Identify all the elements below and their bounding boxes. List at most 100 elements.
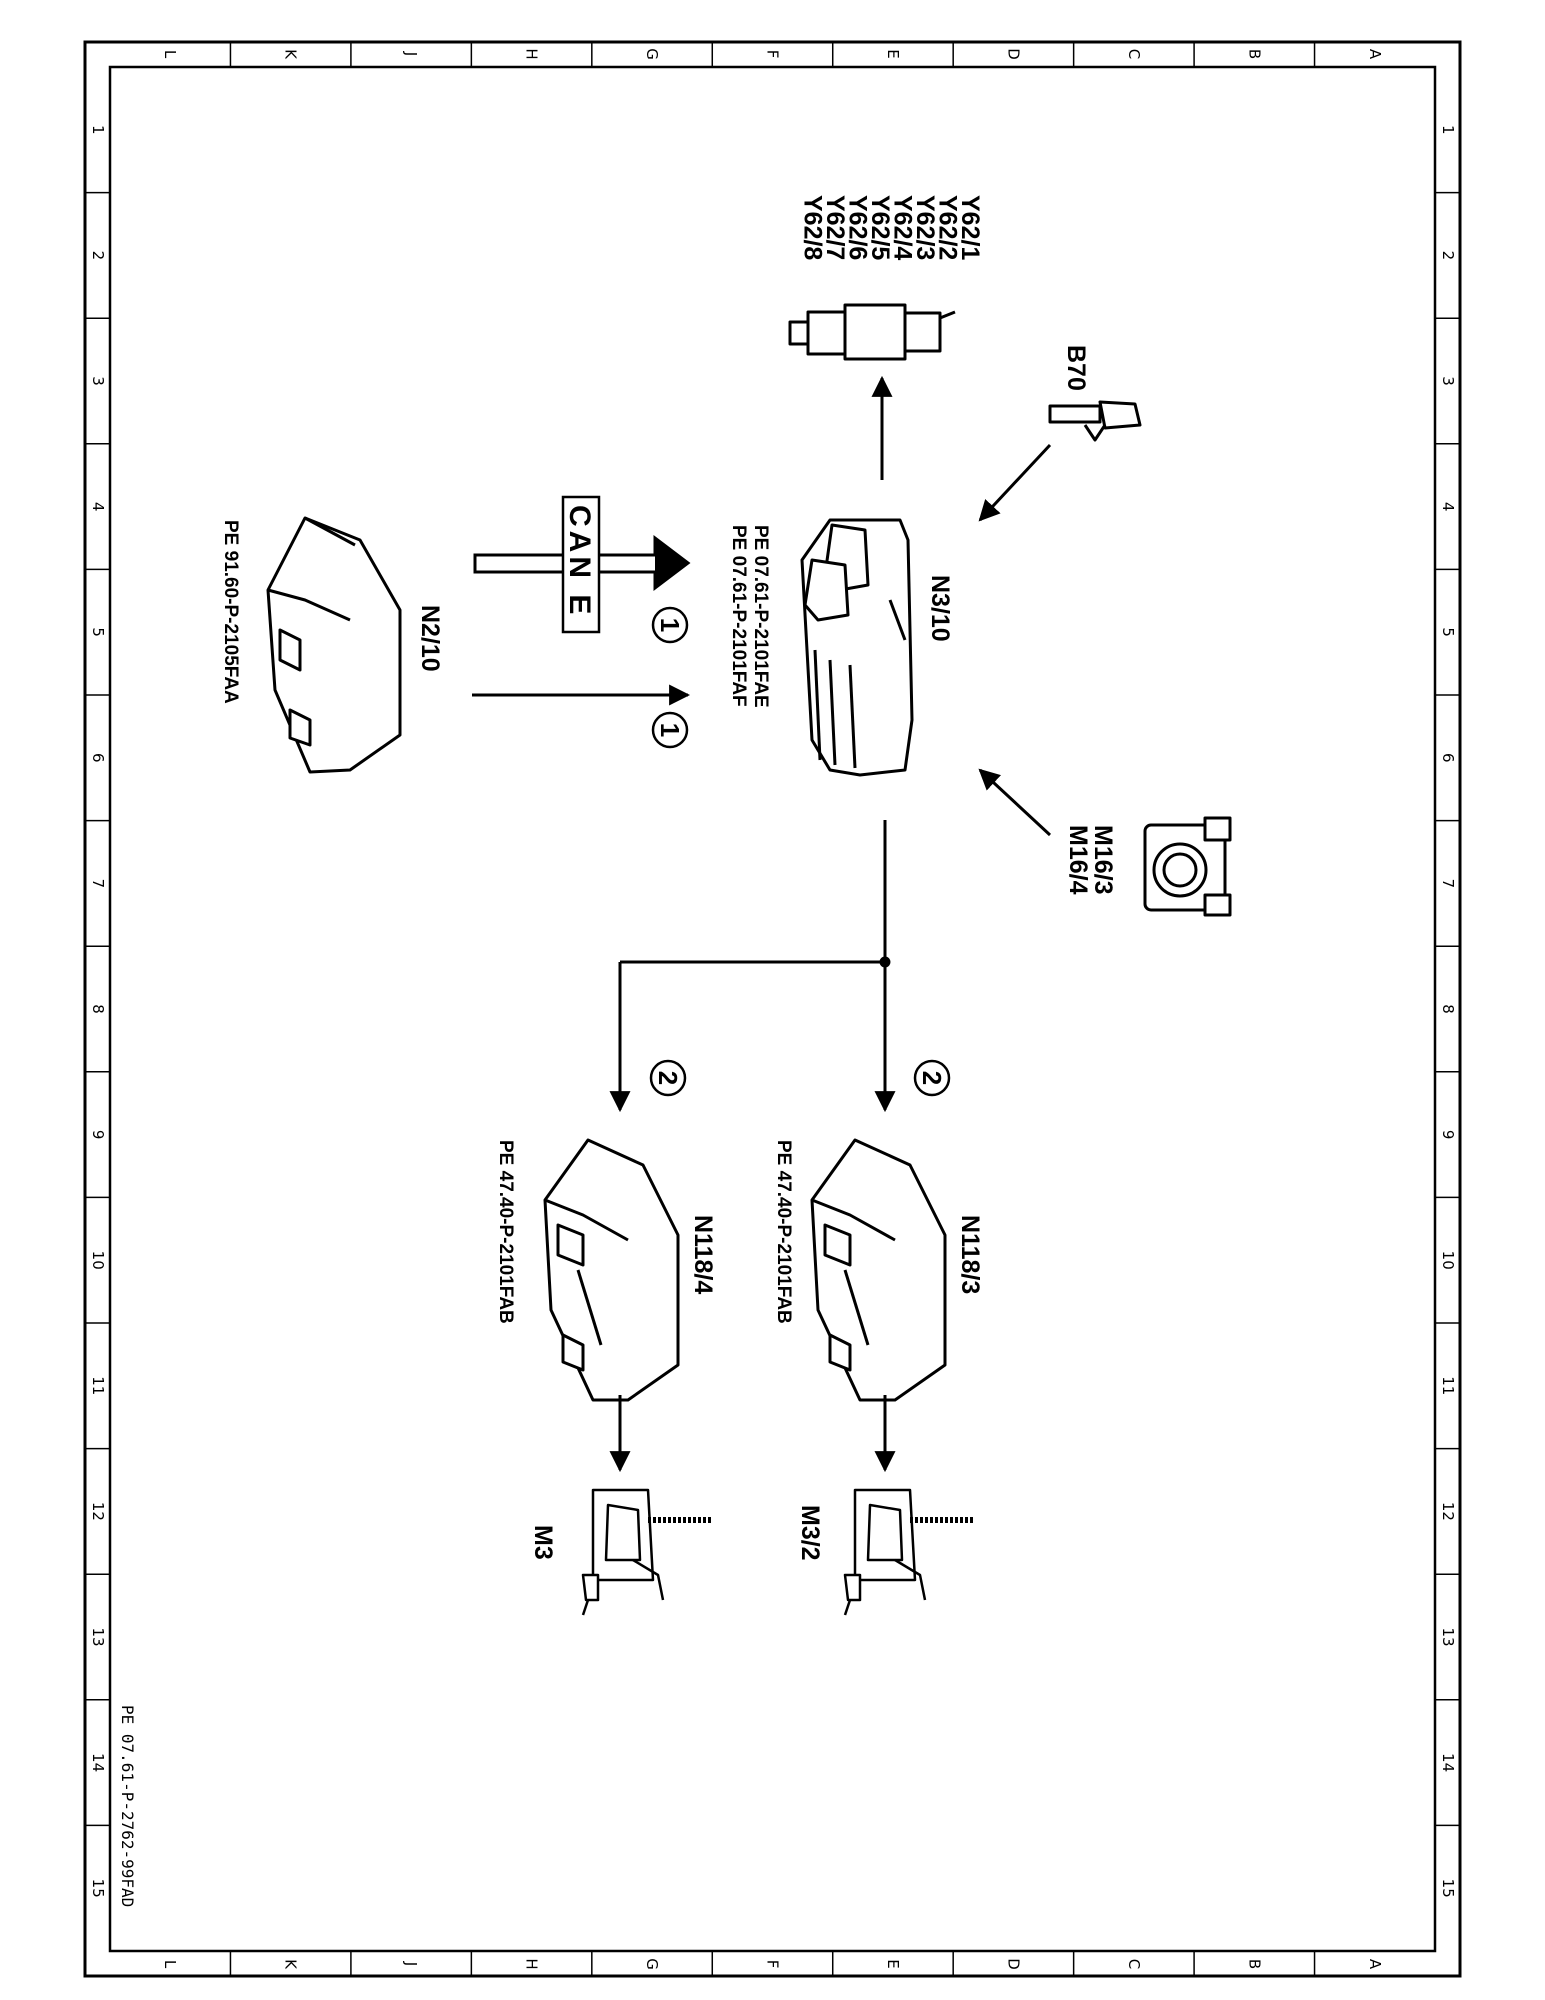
n118-3-module-icon bbox=[810, 1138, 947, 1402]
engine-control-unit-n3-10[interactable]: N3/10 PE 07.61-P-2101FAE PE 07.61-P-2101… bbox=[728, 518, 954, 777]
outer-frame bbox=[83, 40, 1462, 1978]
grid-label: 5 bbox=[89, 627, 107, 637]
grid-label: H bbox=[523, 48, 541, 59]
document-id: PE 07.61-P-2762-99FAD bbox=[118, 1705, 137, 1907]
crankshaft-sensor-b70[interactable]: B70 bbox=[1048, 345, 1142, 442]
fuel-pump-control-unit-n118-4[interactable]: N118/4 PE 47.40-P-2101FAB bbox=[495, 1138, 717, 1402]
grid-label: D bbox=[1004, 1958, 1022, 1970]
grid-label: 1 bbox=[89, 125, 107, 135]
grid-label: H bbox=[523, 1958, 541, 1969]
grid-label: E bbox=[884, 1959, 902, 1968]
svg-text:2: 2 bbox=[653, 1071, 683, 1085]
signal-marker-1-line: 1 bbox=[651, 711, 689, 749]
ecu-label: N3/10 bbox=[926, 575, 954, 642]
sensor-icon bbox=[1048, 400, 1142, 442]
branch-ecu-to-n118 bbox=[620, 820, 887, 964]
grid-label: 4 bbox=[89, 502, 107, 512]
grid-label: 2 bbox=[89, 251, 107, 261]
m16-4-label: M16/4 bbox=[1064, 825, 1092, 895]
grid-label: L bbox=[161, 1960, 179, 1969]
grid-label: C bbox=[1125, 49, 1143, 59]
grid-label: 13 bbox=[89, 1627, 107, 1646]
throttle-actuator-m16[interactable]: M16/3 M16/4 bbox=[1064, 816, 1232, 917]
grid-label: E bbox=[884, 49, 902, 58]
ecu-icon bbox=[800, 518, 914, 777]
n2-10-ref: PE 91.60-P-2105FAA bbox=[220, 520, 241, 704]
n118-4-ref: PE 47.40-P-2101FAB bbox=[495, 1140, 516, 1324]
grid-label: 7 bbox=[1439, 879, 1457, 889]
arrow-m16-to-ecu bbox=[978, 768, 1052, 837]
grid-label: B bbox=[1245, 1959, 1263, 1969]
injector-icon bbox=[788, 303, 956, 361]
grid-label: 11 bbox=[89, 1376, 107, 1395]
grid-label: K bbox=[282, 1959, 300, 1970]
fuel-pump-m3-2[interactable]: M3/2 bbox=[796, 1488, 975, 1616]
grid-label: B bbox=[1245, 49, 1263, 59]
grid-label: C bbox=[1125, 1959, 1143, 1969]
y62-label: Y62/8 bbox=[799, 195, 827, 260]
y62-label: Y62/5 bbox=[866, 195, 894, 260]
signal-marker-2-n118-4: 2 bbox=[649, 1059, 687, 1097]
m16-3-label: M16/3 bbox=[1089, 825, 1117, 894]
signal-connections bbox=[472, 375, 1052, 1473]
grid-label: 15 bbox=[1439, 1879, 1457, 1898]
arrow-b70-to-ecu bbox=[978, 443, 1052, 522]
grid-label: 2 bbox=[1439, 251, 1457, 261]
svg-text:1: 1 bbox=[655, 723, 685, 737]
fuel-pump-icon bbox=[581, 1488, 713, 1616]
y62-label: Y62/3 bbox=[911, 195, 939, 260]
n118-4-label: N118/4 bbox=[689, 1215, 717, 1294]
grid-label: D bbox=[1004, 48, 1022, 60]
can-e-bus[interactable]: CAN E bbox=[473, 495, 691, 634]
grid-label: 12 bbox=[89, 1502, 107, 1521]
grid-label: 10 bbox=[89, 1251, 107, 1270]
svg-text:1: 1 bbox=[655, 618, 685, 632]
grid-label: 15 bbox=[89, 1879, 107, 1898]
can-bus-arrowhead bbox=[655, 538, 688, 588]
y62-label: Y62/4 bbox=[889, 195, 917, 260]
m3-2-label: M3/2 bbox=[796, 1505, 824, 1561]
can-label: CAN E bbox=[563, 505, 596, 618]
n2-10-label: N2/10 bbox=[416, 605, 444, 672]
y62-label: Y62/7 bbox=[821, 195, 849, 260]
grid-label: 8 bbox=[1439, 1004, 1457, 1014]
grid-label: 7 bbox=[89, 879, 107, 889]
grid-label: 14 bbox=[89, 1753, 107, 1772]
grid-label: 9 bbox=[1439, 1130, 1457, 1140]
ecu-ref-2: PE 07.61-P-2101FAF bbox=[728, 525, 749, 707]
throttle-icon bbox=[1143, 816, 1232, 917]
grid-label: 5 bbox=[1439, 627, 1457, 637]
grid-label: 9 bbox=[89, 1130, 107, 1140]
grid-label: G bbox=[643, 48, 661, 60]
grid-label: K bbox=[282, 49, 300, 60]
fuel-pump-m3[interactable]: M3 bbox=[529, 1488, 713, 1616]
inner-frame bbox=[108, 65, 1437, 1953]
grid-label: F bbox=[764, 1960, 782, 1969]
fuel-pump-control-unit-n118-3[interactable]: N118/3 PE 47.40-P-2101FAB bbox=[773, 1138, 984, 1402]
signal-marker-2-n118-3: 2 bbox=[913, 1059, 951, 1097]
grid-label: 13 bbox=[1439, 1627, 1457, 1646]
m3-label: M3 bbox=[529, 1525, 557, 1560]
n118-3-ref: PE 47.40-P-2101FAB bbox=[773, 1140, 794, 1324]
signal-marker-1-can: 1 bbox=[651, 606, 689, 644]
grid-label: 10 bbox=[1439, 1251, 1457, 1270]
b70-label: B70 bbox=[1062, 345, 1090, 391]
fuel-pump-icon bbox=[843, 1488, 975, 1616]
grid-label: 11 bbox=[1439, 1376, 1457, 1395]
grid-label: A bbox=[1366, 1959, 1384, 1970]
control-unit-n2-10[interactable]: N2/10 PE 91.60-P-2105FAA bbox=[220, 516, 444, 774]
y62-label: Y62/6 bbox=[844, 195, 872, 260]
grid-label: 6 bbox=[89, 753, 107, 763]
n118-4-module-icon bbox=[543, 1138, 680, 1402]
grid-label: L bbox=[161, 50, 179, 59]
grid-label: G bbox=[643, 1958, 661, 1970]
grid-label: 3 bbox=[1439, 376, 1457, 386]
svg-text:2: 2 bbox=[917, 1071, 947, 1085]
grid-label: 14 bbox=[1439, 1753, 1457, 1772]
grid-ticks bbox=[85, 42, 1460, 1976]
grid-label: 3 bbox=[89, 376, 107, 386]
